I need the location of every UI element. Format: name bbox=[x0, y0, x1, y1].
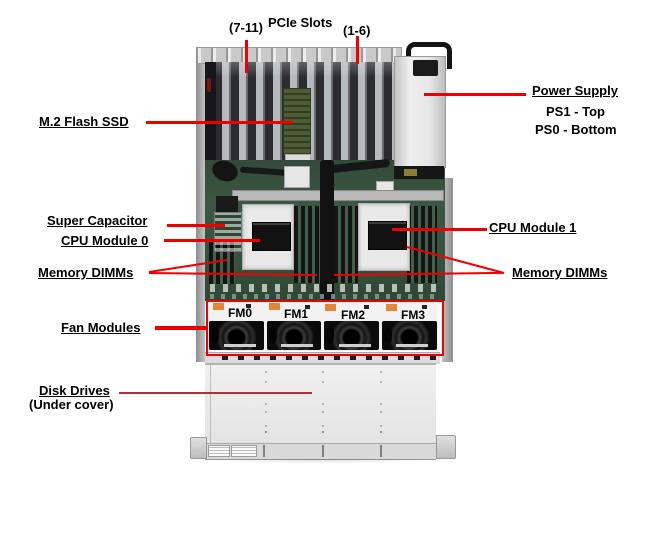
fan-clip-3 bbox=[386, 304, 397, 311]
pcie-range-left-label: (7-11) bbox=[229, 20, 263, 35]
chassis-left-wall bbox=[196, 47, 205, 362]
bottom-seam-2 bbox=[322, 445, 324, 457]
super-capacitor-module bbox=[214, 212, 242, 252]
super-capacitor-label: Super Capacitor bbox=[47, 213, 148, 228]
fan-module-2-label: FM2 bbox=[341, 308, 365, 322]
fan-screw-1 bbox=[305, 305, 310, 309]
fan-module-1-label: FM1 bbox=[284, 307, 308, 321]
cpu-module-1-label: CPU Module 1 bbox=[489, 220, 577, 235]
m2-leader-line bbox=[146, 121, 293, 124]
chassis-label-sticker-2 bbox=[231, 445, 257, 457]
disk-cover-left-seam bbox=[210, 365, 211, 443]
cpu-module-1-leader-line bbox=[392, 228, 487, 231]
power-supply-rear bbox=[394, 166, 444, 179]
chassis-foot-right bbox=[436, 435, 456, 459]
fan-screw-2 bbox=[364, 305, 369, 309]
super-capacitor-cap bbox=[216, 196, 238, 212]
fan-3-slot bbox=[396, 344, 428, 347]
bottom-seam-3 bbox=[380, 445, 382, 457]
cable-bundle-left bbox=[205, 62, 216, 161]
pcie-right-leader-line bbox=[356, 36, 359, 64]
screw-strip-screws bbox=[212, 354, 436, 360]
super-capacitor-leader-line bbox=[167, 224, 225, 227]
dimm-bank-left-inner bbox=[294, 206, 320, 283]
pcie-slots-label: PCIe Slots bbox=[268, 15, 333, 30]
power-supply-connector bbox=[404, 169, 417, 176]
bottom-seam-1 bbox=[263, 445, 265, 457]
chassis-right-wall bbox=[442, 178, 453, 362]
fan-module-3-label: FM3 bbox=[401, 308, 425, 322]
fan-1-slot bbox=[281, 344, 313, 347]
fan-screw-3 bbox=[422, 305, 427, 309]
pcie-slot-area bbox=[205, 62, 395, 161]
memory-dimms-left-label: Memory DIMMs bbox=[38, 265, 134, 280]
support-bracket-left bbox=[232, 190, 324, 201]
board-white-box bbox=[284, 166, 310, 188]
power-supply-latch bbox=[413, 60, 438, 76]
cpu-module-0-label: CPU Module 0 bbox=[61, 233, 149, 248]
pcie-left-leader-line bbox=[245, 40, 248, 73]
center-cable-channel bbox=[320, 160, 334, 301]
cpu-module-0-leader-line bbox=[164, 239, 260, 242]
power-supply-leader-line bbox=[424, 93, 526, 96]
fan-modules-highlight-box bbox=[206, 300, 444, 356]
connector-row-1 bbox=[210, 284, 438, 292]
chassis-foot-left bbox=[190, 437, 207, 459]
chassis-label-sticker-1 bbox=[208, 445, 230, 457]
dimm-bank-right-outer bbox=[407, 206, 437, 283]
memory-dimms-right-label: Memory DIMMs bbox=[512, 265, 608, 280]
fan-3-cable bbox=[384, 327, 392, 343]
chassis-bottom-strip bbox=[205, 443, 436, 460]
disk-drive-cover bbox=[205, 363, 436, 445]
fan-1-cable bbox=[269, 327, 277, 343]
fan-modules-label: Fan Modules bbox=[61, 320, 141, 335]
dimm-bank-right-inner bbox=[334, 206, 358, 283]
chassis-shadow bbox=[200, 459, 445, 464]
disk-drives-note-label: (Under cover) bbox=[29, 397, 114, 412]
fan-clip-2 bbox=[325, 304, 336, 311]
power-supply-handle bbox=[406, 42, 452, 69]
cable-red-detail bbox=[207, 78, 211, 92]
pcie-range-right-label: (1-6) bbox=[343, 23, 371, 38]
fan-0-slot bbox=[224, 344, 256, 347]
m2-flash-ssd-label: M.2 Flash SSD bbox=[39, 114, 129, 129]
fan-2-slot bbox=[339, 344, 371, 347]
fan-clip-1 bbox=[269, 303, 280, 310]
fan-0-cable bbox=[211, 327, 219, 343]
disk-cover-screw-dots bbox=[265, 371, 267, 373]
fan-2-cable bbox=[326, 327, 334, 343]
power-supply-ps0-label: PS0 - Bottom bbox=[535, 122, 617, 137]
fan-screw-0 bbox=[246, 304, 251, 308]
power-supply-label: Power Supply bbox=[532, 83, 618, 98]
cpu-module-1-die bbox=[368, 221, 407, 250]
fan-module-0-label: FM0 bbox=[228, 306, 252, 320]
disk-drives-label: Disk Drives bbox=[39, 383, 110, 398]
connector-row-2 bbox=[210, 294, 438, 299]
cpu-module-0-die bbox=[252, 222, 291, 251]
fan-modules-leader-line bbox=[155, 326, 207, 330]
disk-drives-leader-line bbox=[119, 392, 312, 394]
support-bracket-right bbox=[332, 190, 444, 201]
power-supply-ps1-label: PS1 - Top bbox=[546, 104, 605, 119]
fan-clip-0 bbox=[213, 303, 224, 310]
